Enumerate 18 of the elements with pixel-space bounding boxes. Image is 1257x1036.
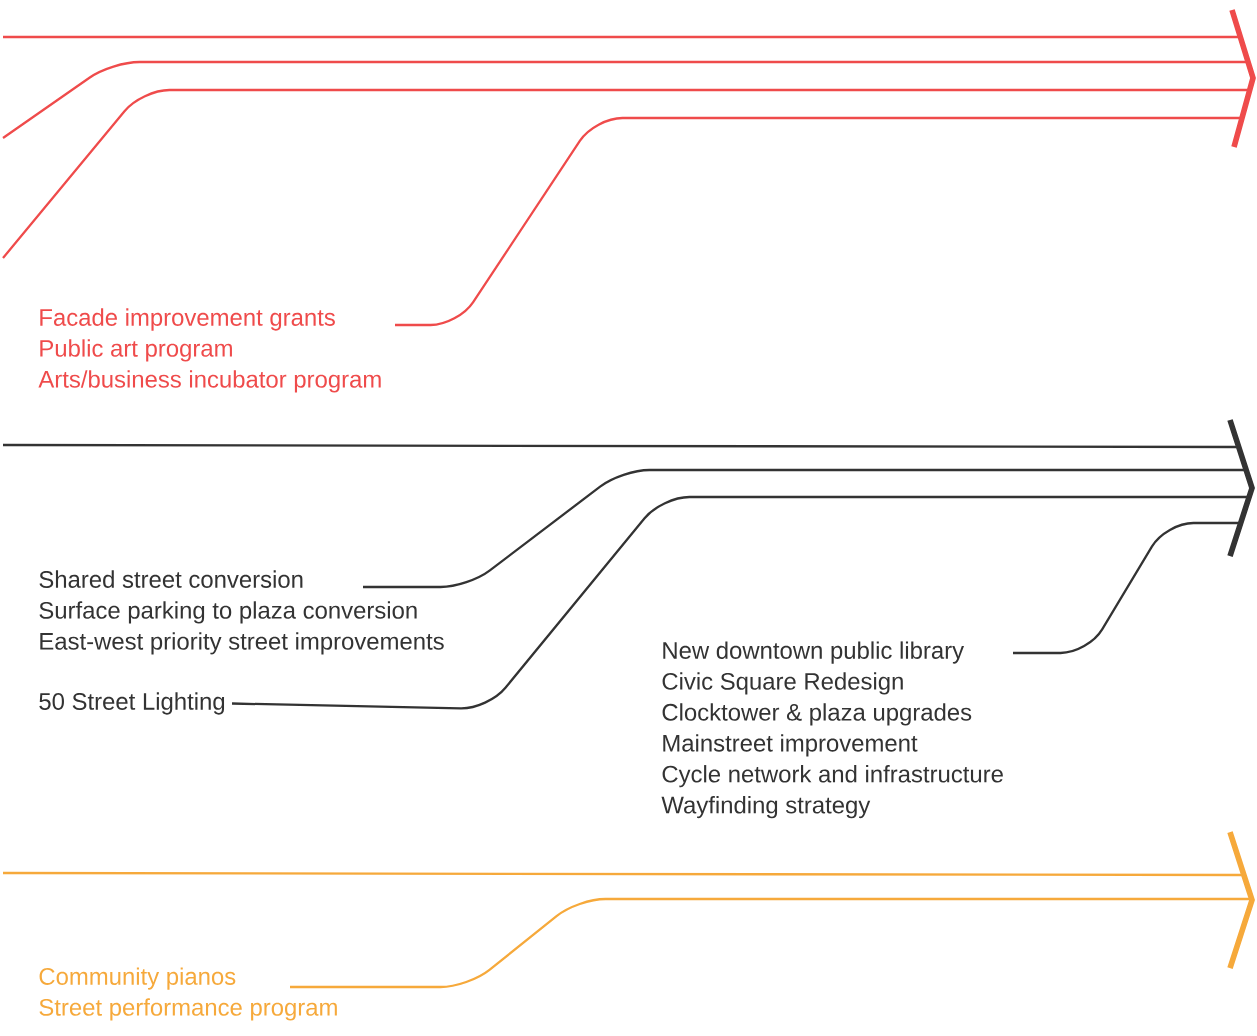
timeline-line bbox=[3, 35, 1240, 39]
timeline-line bbox=[3, 871, 1243, 877]
timeline-line bbox=[232, 495, 1249, 710]
project-list: Facade improvement grants Public art program Arts/business incubator program bbox=[38, 308, 381, 393]
timeline-line bbox=[290, 897, 1251, 989]
project-list: Community pianos Street performance program bbox=[39, 967, 337, 1021]
project-label: 50 Street Lighting bbox=[39, 692, 225, 715]
timeline-line bbox=[2, 60, 1248, 139]
chevron bbox=[1229, 9, 1256, 148]
timeline-line bbox=[363, 468, 1246, 589]
chevron bbox=[1227, 419, 1255, 557]
timeline-line bbox=[1013, 521, 1240, 655]
timeline-line bbox=[3, 443, 1238, 449]
timeline-line bbox=[2, 88, 1249, 259]
chevron bbox=[1227, 831, 1255, 969]
timeline-line bbox=[395, 116, 1241, 327]
project-list: New downtown public library Civic Square Redesign Clocktower & plaza upgrades Mainstreet improvement Cycle network and infrastructure Wayfinding strategy bbox=[661, 641, 1003, 819]
project-list: Shared street conversion Surface parking to plaza conversion East-west priority street improvements bbox=[39, 570, 444, 655]
